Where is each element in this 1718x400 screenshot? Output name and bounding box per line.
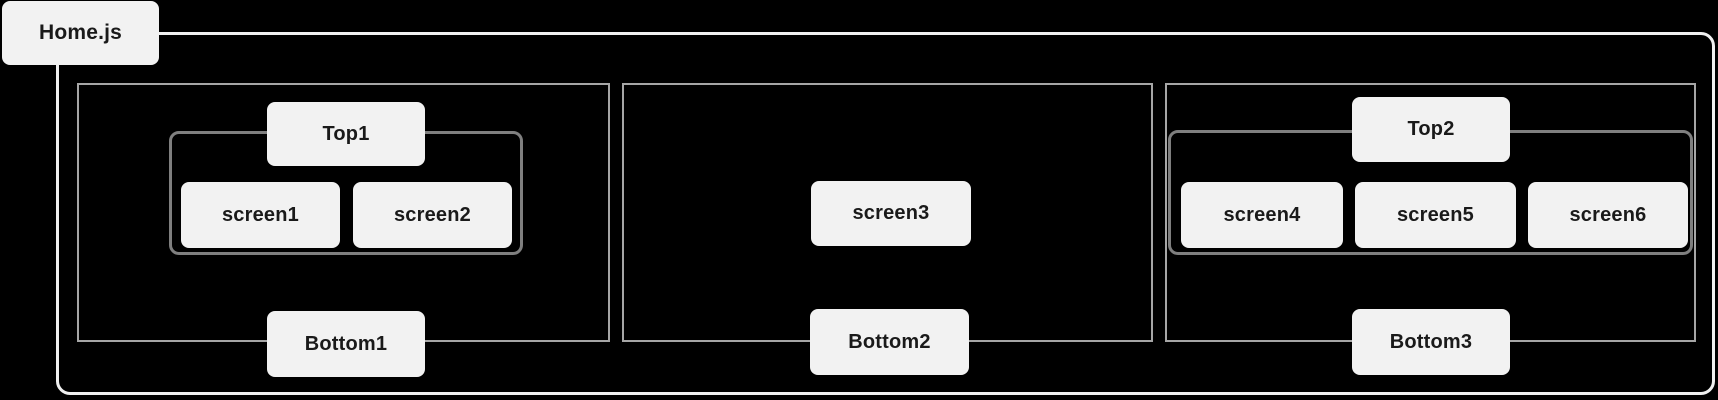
screen4-node: screen4	[1181, 182, 1343, 248]
screen5-node: screen5	[1355, 182, 1516, 248]
top2-node: Top2	[1352, 97, 1510, 162]
top1-node: Top1	[267, 102, 425, 166]
home-container-frame	[56, 32, 1715, 395]
screen6-node: screen6	[1528, 182, 1688, 248]
bottom3-node: Bottom3	[1352, 309, 1510, 375]
screen2-node: screen2	[353, 182, 512, 248]
bottom2-node: Bottom2	[810, 309, 969, 375]
screen1-node: screen1	[181, 182, 340, 248]
screen3-node: screen3	[811, 181, 971, 246]
bottom1-node: Bottom1	[267, 311, 425, 377]
home-js-node: Home.js	[2, 1, 159, 65]
